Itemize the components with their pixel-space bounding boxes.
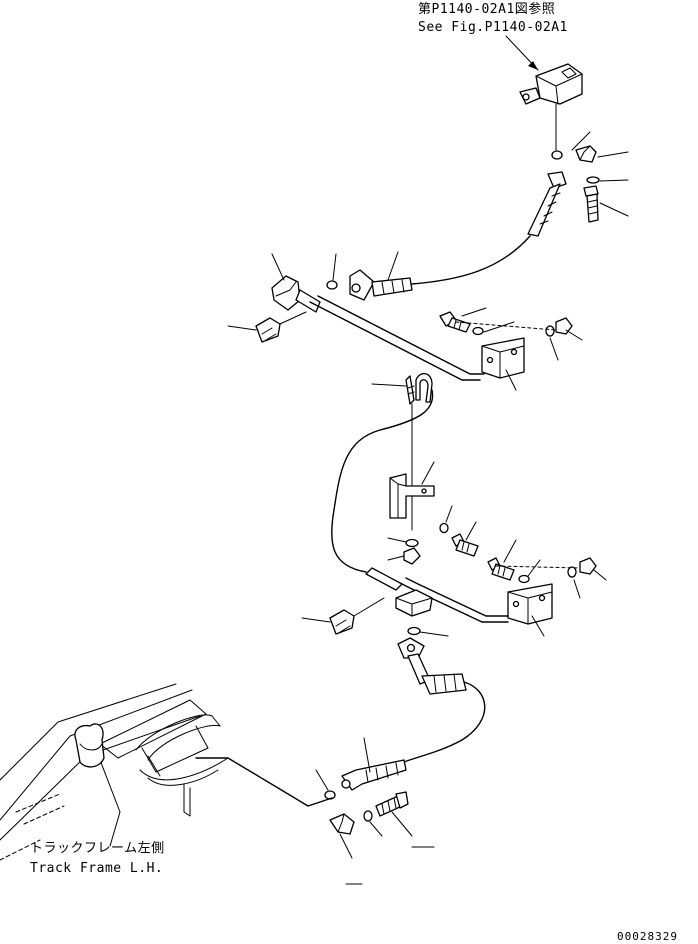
leader-19 [387,555,405,561]
leader-9 [461,307,487,317]
leader-15 [421,461,435,485]
frame-connection-tube [195,757,333,807]
drawing-number: 00028329 [617,930,678,943]
lower-steel-tube [365,567,509,623]
tube-clamp-upper-left [271,275,321,313]
leader-17 [465,521,477,541]
leader-18 [387,537,407,543]
washer-upper-bracket [472,326,484,336]
leader-25 [301,617,331,623]
washer-lower-right [567,566,577,578]
tube-clamp-lower [395,589,433,617]
leader-20 [503,539,517,563]
upper-steel-tube [309,295,485,381]
leader-3 [599,179,629,182]
leader-12 [565,329,583,341]
leader-21 [527,559,541,577]
leader-10 [483,321,515,333]
washer-middle-left [405,538,419,548]
hose-fitting-upper-left [349,269,413,301]
o-ring-upper-left [326,280,338,290]
nut-lower-right [579,557,597,575]
bolt-middle [451,533,479,557]
reference-label-english: See Fig.P1140-02A1 [418,20,568,35]
bolt-upper-bracket [439,311,471,333]
valve-block [519,63,583,105]
o-ring-lower [407,626,421,636]
o-ring-lower-left [324,790,336,800]
bolt-lower-left [375,791,409,817]
bolt-lower [487,557,515,581]
u-bolt-clamp [405,373,433,405]
leader-4 [599,202,629,217]
upper-hose [411,171,567,285]
leader-2 [597,151,629,158]
track-frame-label-english: Track Frame L.H. [30,861,163,876]
leader-5 [271,253,285,281]
nut-middle-left [403,547,421,565]
track-frame-label-japanese: トラックフレーム左側 [30,841,165,856]
reference-label-japanese: 第P1140-02A1図参照 [418,1,555,17]
reference-leader-arrow [505,35,539,71]
elbow-fitting-top [575,145,597,163]
bracket-middle [389,473,435,519]
leader-6 [332,253,337,281]
clip-lower-left [329,597,385,635]
lower-hose [403,673,486,763]
fastener-centerline-lower [495,565,581,569]
leader-30 [369,821,383,837]
leader-8 [227,325,257,331]
o-ring-top [551,150,563,160]
fastener-centerline-upper [455,321,557,331]
washer-lower-bracket [518,574,530,584]
leader-31 [391,811,413,837]
leader-16 [445,505,453,523]
bracket-lower [507,583,553,625]
leader-13 [505,369,517,391]
washer-lower-left [363,810,373,822]
leader-27 [363,737,371,773]
clip-upper-left [255,311,307,343]
leader-28 [315,769,329,791]
nut-upper-right [555,317,573,335]
washer-upper-right [545,325,555,337]
leader-26 [419,631,449,637]
leader-14 [371,383,407,387]
leader-1 [571,131,591,151]
washer-top [586,176,600,184]
leader-7 [387,251,399,281]
track-frame [0,683,229,861]
bolt-top [583,185,599,223]
leader-29 [339,833,353,859]
leader-24 [531,615,545,637]
leader-22 [573,579,581,599]
leader-23 [593,569,607,581]
bracket-upper [481,337,525,379]
leader-11 [549,337,559,361]
elbow-fitting-lower [329,813,355,835]
washer-middle-right [439,522,449,534]
middle-hose-loop [331,389,434,573]
hose-fitting-lower-left [341,759,407,791]
